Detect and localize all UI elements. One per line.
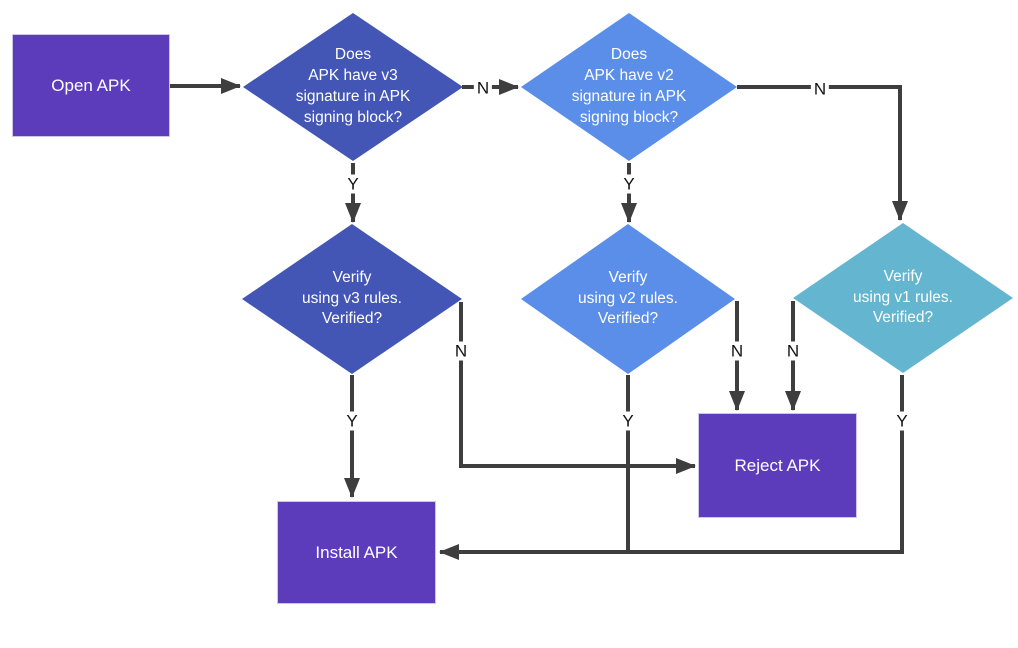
edge-label-vv1-no: N xyxy=(783,341,803,361)
edge-label-qv3-yes: Y xyxy=(344,174,362,194)
node-reject-apk: Reject APK xyxy=(698,413,857,518)
node-open-apk: Open APK xyxy=(12,34,170,137)
edge-label-vv3-no: N xyxy=(451,341,471,361)
edge-label-vv3-yes: Y xyxy=(343,411,361,431)
edge-label-vv2-no: N xyxy=(727,341,747,361)
edge-label-qv3-no: N xyxy=(473,78,493,98)
edge-qv2-no xyxy=(737,85,908,221)
edge-label-qv2-no: N xyxy=(810,79,830,99)
edge-label-vv2-yes: Y xyxy=(619,411,637,431)
edge-label-qv2-yes: Y xyxy=(620,174,638,194)
edge-label-vv1-yes: Y xyxy=(893,411,911,431)
edge-vv1-yes xyxy=(439,375,904,560)
node-install-apk: Install APK xyxy=(277,501,436,604)
